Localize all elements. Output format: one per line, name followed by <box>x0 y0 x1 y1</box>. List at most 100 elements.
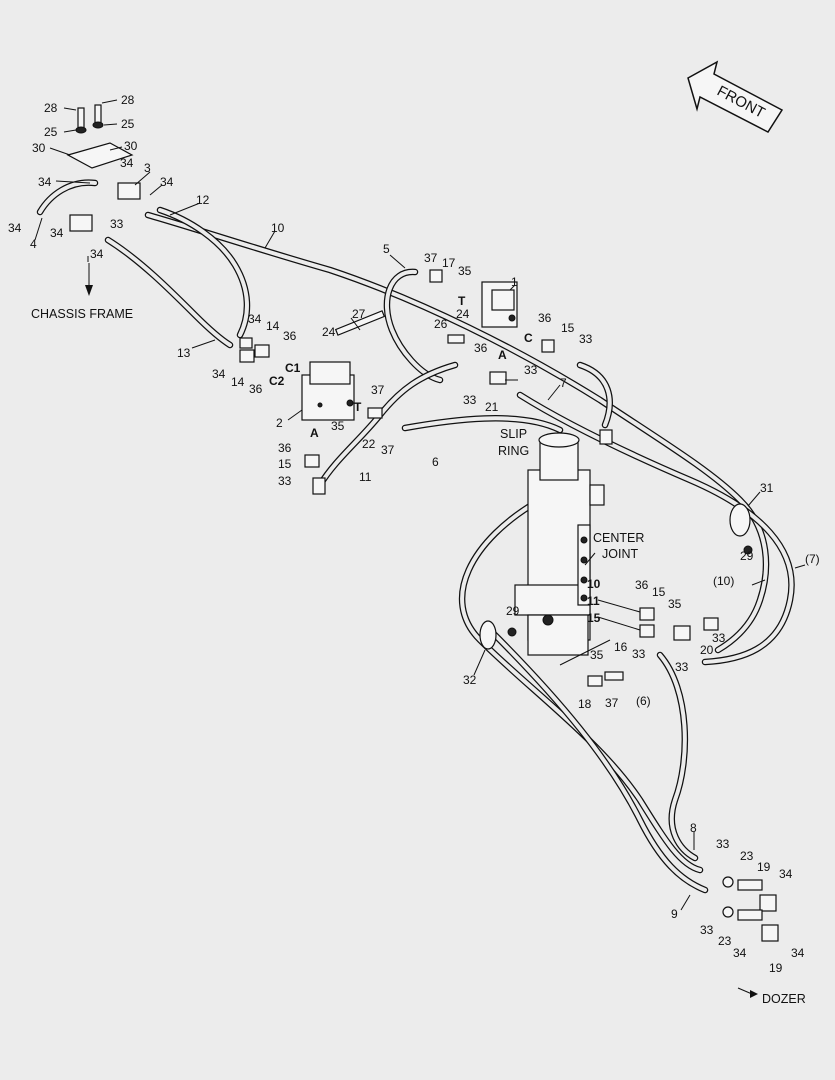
callout-19: 19 <box>769 961 783 975</box>
callout-34: 34 <box>50 226 64 240</box>
callout-33: 33 <box>524 363 538 377</box>
callout-25: 25 <box>44 125 58 139</box>
callout-3: 3 <box>144 161 151 175</box>
callout-6: 6 <box>432 455 439 469</box>
callout-21: 21 <box>485 400 499 414</box>
callout-1: 1 <box>511 275 518 289</box>
callout-27: 27 <box>352 307 366 321</box>
center-joint-note-2: JOINT <box>602 547 638 561</box>
valve-2 <box>301 361 355 421</box>
callout-35: 35 <box>590 648 604 662</box>
callout-37: 37 <box>381 443 395 457</box>
callout-35: 35 <box>331 419 345 433</box>
port-a: A <box>310 426 319 440</box>
callout-6-ref: (6) <box>636 694 651 708</box>
callout-30: 30 <box>124 139 138 153</box>
callout-25: 25 <box>121 117 135 131</box>
callout-34: 34 <box>779 867 793 881</box>
callout-32: 32 <box>463 673 477 687</box>
callout-36: 36 <box>474 341 488 355</box>
port-c2: C2 <box>269 374 285 388</box>
callout-33: 33 <box>278 474 292 488</box>
callout-33: 33 <box>675 660 689 674</box>
front-arrow: FRONT <box>687 60 784 133</box>
callout-33: 33 <box>579 332 593 346</box>
callout-11: 11 <box>359 470 372 484</box>
callout-17: 17 <box>442 256 456 270</box>
callout-33: 33 <box>712 631 726 645</box>
callout-34: 34 <box>90 247 104 261</box>
callout-37: 37 <box>371 383 385 397</box>
callout-24: 24 <box>456 307 470 321</box>
callout-34: 34 <box>8 221 22 235</box>
slip-ring-note-2: RING <box>498 444 529 458</box>
callout-19: 19 <box>757 860 771 874</box>
callout-14: 14 <box>231 375 245 389</box>
callout-5: 5 <box>383 242 390 256</box>
callout-34: 34 <box>160 175 174 189</box>
callout-33: 33 <box>700 923 714 937</box>
callout-31: 31 <box>760 481 774 495</box>
callout-34: 34 <box>733 946 747 960</box>
callout-13: 13 <box>177 346 191 360</box>
callout-35: 35 <box>458 264 472 278</box>
leader-lines <box>34 99 806 998</box>
port-11: 11 <box>587 594 600 608</box>
callout-29: 29 <box>740 549 754 563</box>
callout-36: 36 <box>278 441 292 455</box>
center-joint <box>514 429 613 656</box>
port-15: 15 <box>587 611 601 625</box>
callout-34: 34 <box>791 946 805 960</box>
dozer-note: DOZER <box>762 992 806 1006</box>
callout-10: 10 <box>271 221 285 235</box>
center-joint-note-1: CENTER <box>593 531 644 545</box>
callout-7: 7 <box>560 376 567 390</box>
callout-15: 15 <box>561 321 575 335</box>
callout-26: 26 <box>434 317 448 331</box>
callout-24: 24 <box>322 325 336 339</box>
callout-15: 15 <box>652 585 666 599</box>
callout-12: 12 <box>196 193 210 207</box>
port-t: T <box>354 400 362 414</box>
callout-36: 36 <box>283 329 297 343</box>
port-a: A <box>498 348 507 362</box>
hoses <box>36 179 795 894</box>
callout-36: 36 <box>635 578 649 592</box>
callout-7-ref: (7) <box>805 552 820 566</box>
callout-34: 34 <box>38 175 52 189</box>
slip-ring-note-1: SLIP <box>500 427 527 441</box>
chassis-frame-note: CHASSIS FRAME <box>31 307 133 321</box>
callout-34: 34 <box>212 367 226 381</box>
callout-33: 33 <box>716 837 730 851</box>
fittings <box>239 269 779 942</box>
callout-34: 34 <box>248 312 262 326</box>
callout-37: 37 <box>605 696 619 710</box>
callout-36: 36 <box>538 311 552 325</box>
callout-4: 4 <box>30 237 37 251</box>
callouts: 28 28 25 25 30 30 34 3 34 34 34 34 4 34 … <box>8 93 820 975</box>
callout-23: 23 <box>718 934 732 948</box>
callout-37: 37 <box>424 251 438 265</box>
port-t: T <box>458 294 466 308</box>
callout-22: 22 <box>362 437 376 451</box>
callout-35: 35 <box>668 597 682 611</box>
callout-28: 28 <box>44 101 58 115</box>
callout-8: 8 <box>690 821 697 835</box>
callout-20: 20 <box>700 643 714 657</box>
callout-28: 28 <box>121 93 135 107</box>
callout-36: 36 <box>249 382 263 396</box>
callout-33: 33 <box>632 647 646 661</box>
callout-18: 18 <box>578 697 592 711</box>
callout-2: 2 <box>276 416 283 430</box>
port-10: 10 <box>587 577 601 591</box>
callout-10-ref: (10) <box>713 574 734 588</box>
callout-14: 14 <box>266 319 280 333</box>
callout-29: 29 <box>506 604 520 618</box>
port-c: C <box>524 331 533 345</box>
callout-23: 23 <box>740 849 754 863</box>
notes: CHASSIS FRAME SLIP RING CENTER JOINT DOZ… <box>31 307 806 1006</box>
callout-9: 9 <box>671 907 678 921</box>
callout-34: 34 <box>120 156 134 170</box>
